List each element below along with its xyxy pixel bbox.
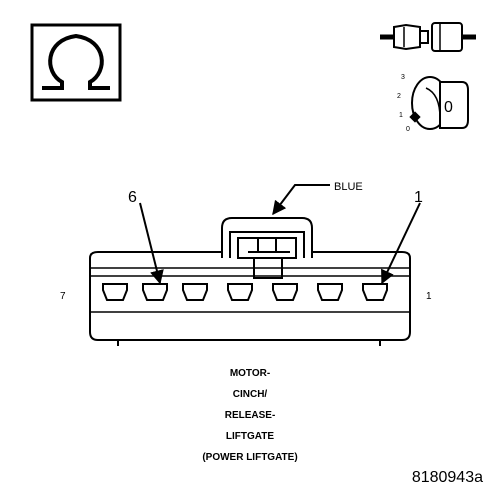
pin-1-label: 1 [426,291,432,302]
connector-body [89,251,411,346]
pin-7-label: 7 [60,291,66,302]
caption: MOTOR- CINCH/ RELEASE- LIFTGATE (POWER L… [150,363,350,468]
caption-line: (POWER LIFTGATE) [202,452,298,463]
cavity-2 [317,283,343,301]
key-position-0: 0 [406,126,410,133]
connector-latch [221,217,313,279]
ignition-key-icon: 3 2 1 0 0 [397,74,469,133]
figure-id: 8180943a [411,469,483,486]
pin-callouts: 6 1 [128,189,423,285]
key-position-3: 3 [401,74,405,81]
callout-1-label: 1 [414,189,423,206]
cavity-5 [182,283,208,301]
callout-6-label: 6 [128,189,137,206]
key-symbol: 0 [444,99,453,116]
key-position-2: 2 [397,93,401,100]
key-position-1: 1 [399,112,403,119]
cavity-6 [142,283,168,301]
caption-line: MOTOR- [229,368,271,379]
color-callout: BLUE [272,181,363,216]
cavity-7 [102,283,128,301]
caption-line: LIFTGATE [225,431,275,442]
color-label: BLUE [334,181,363,193]
caption-line: CINCH/ [232,389,268,400]
ohm-symbol-icon [30,23,122,102]
connector-plug-icon [380,22,476,52]
cavity-1 [362,283,388,301]
cavity-4 [227,283,253,301]
terminal-cavities [102,283,388,301]
cavity-3 [272,283,298,301]
caption-line: RELEASE- [224,410,276,421]
